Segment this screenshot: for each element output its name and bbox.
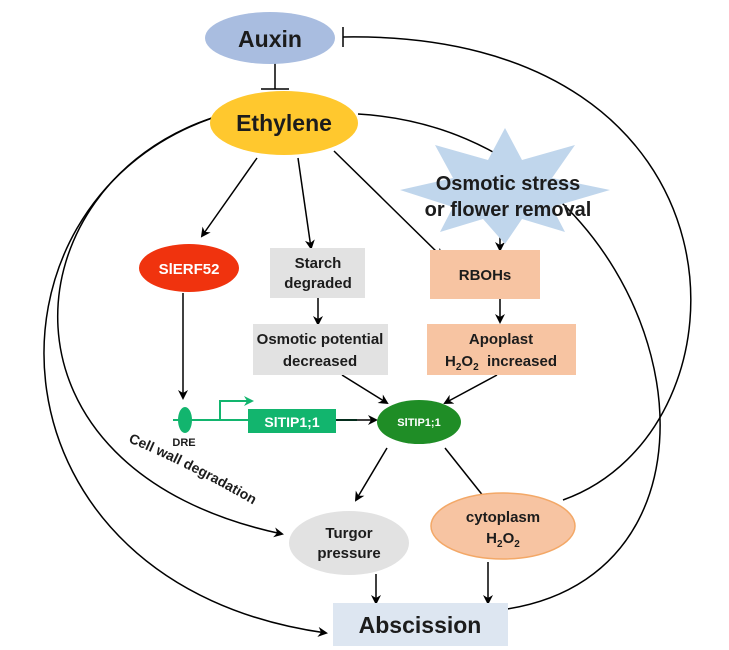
turgor-label-line2: pressure [317, 545, 380, 562]
osmotic-label-line1: Osmotic potential [257, 331, 384, 348]
abscission-label: Abscission [359, 612, 482, 638]
arrow-ethylene-to-slerf52 [200, 157, 258, 238]
auxin-node [205, 12, 335, 64]
connector-ethylene-to-abscission [43, 117, 328, 637]
cytoplasm-node [430, 492, 576, 560]
arrow-osmotic-to-protein [341, 374, 389, 405]
dre-label: DRE [172, 437, 195, 449]
auxin-label: Auxin [238, 26, 302, 52]
connector-ethylene-to-turgor [56, 117, 284, 538]
ethylene-node [210, 91, 358, 155]
promoter-arrow [219, 396, 254, 420]
osmotic-potential-box [253, 324, 388, 375]
cytoplasm-label-line2: H2O2 [486, 530, 520, 550]
dre-marker [178, 407, 192, 433]
ethylene-label: Ethylene [236, 110, 332, 136]
rbohs-box [430, 250, 540, 299]
arrow-protein-to-cytoplasm [444, 447, 490, 504]
arrow-ethylene-to-starch [297, 157, 315, 250]
sltip-protein-label: SlTIP1;1 [397, 417, 440, 429]
inhibit-cytoplasm-to-auxin [342, 36, 692, 501]
sltip-protein-node [377, 400, 461, 444]
slerf52-label: SlERF52 [159, 261, 220, 278]
rbohs-label: RBOHs [459, 267, 512, 284]
stress-burst-icon [400, 128, 610, 244]
apoplast-box [427, 324, 576, 375]
stress-label-line1: Osmotic stress [436, 173, 581, 195]
starch-label-line2: degraded [284, 275, 352, 292]
abscission-box [333, 603, 508, 646]
sltip-gene-box [248, 409, 336, 433]
turgor-node [289, 511, 409, 575]
starch-label-line1: Starch [295, 255, 342, 272]
arrow-apoplast-to-protein [443, 374, 498, 404]
starch-box [270, 248, 365, 298]
turgor-label-line1: Turgor [325, 525, 372, 542]
sltip-gene-label: SlTIP1;1 [264, 414, 319, 430]
apoplast-label-line2: H2O2 increased [445, 353, 557, 373]
connector-ethylene-to-abscission-right [357, 113, 661, 611]
cytoplasm-label-line1: cytoplasm [466, 509, 540, 526]
apoplast-label-line1: Apoplast [469, 331, 533, 348]
slerf52-node [139, 244, 239, 292]
arrow-ethylene-to-rbohs [333, 150, 444, 259]
arrow-protein-to-turgor [354, 447, 388, 502]
stress-label-line2: or flower removal [425, 199, 592, 221]
osmotic-label-line2: decreased [283, 353, 357, 370]
